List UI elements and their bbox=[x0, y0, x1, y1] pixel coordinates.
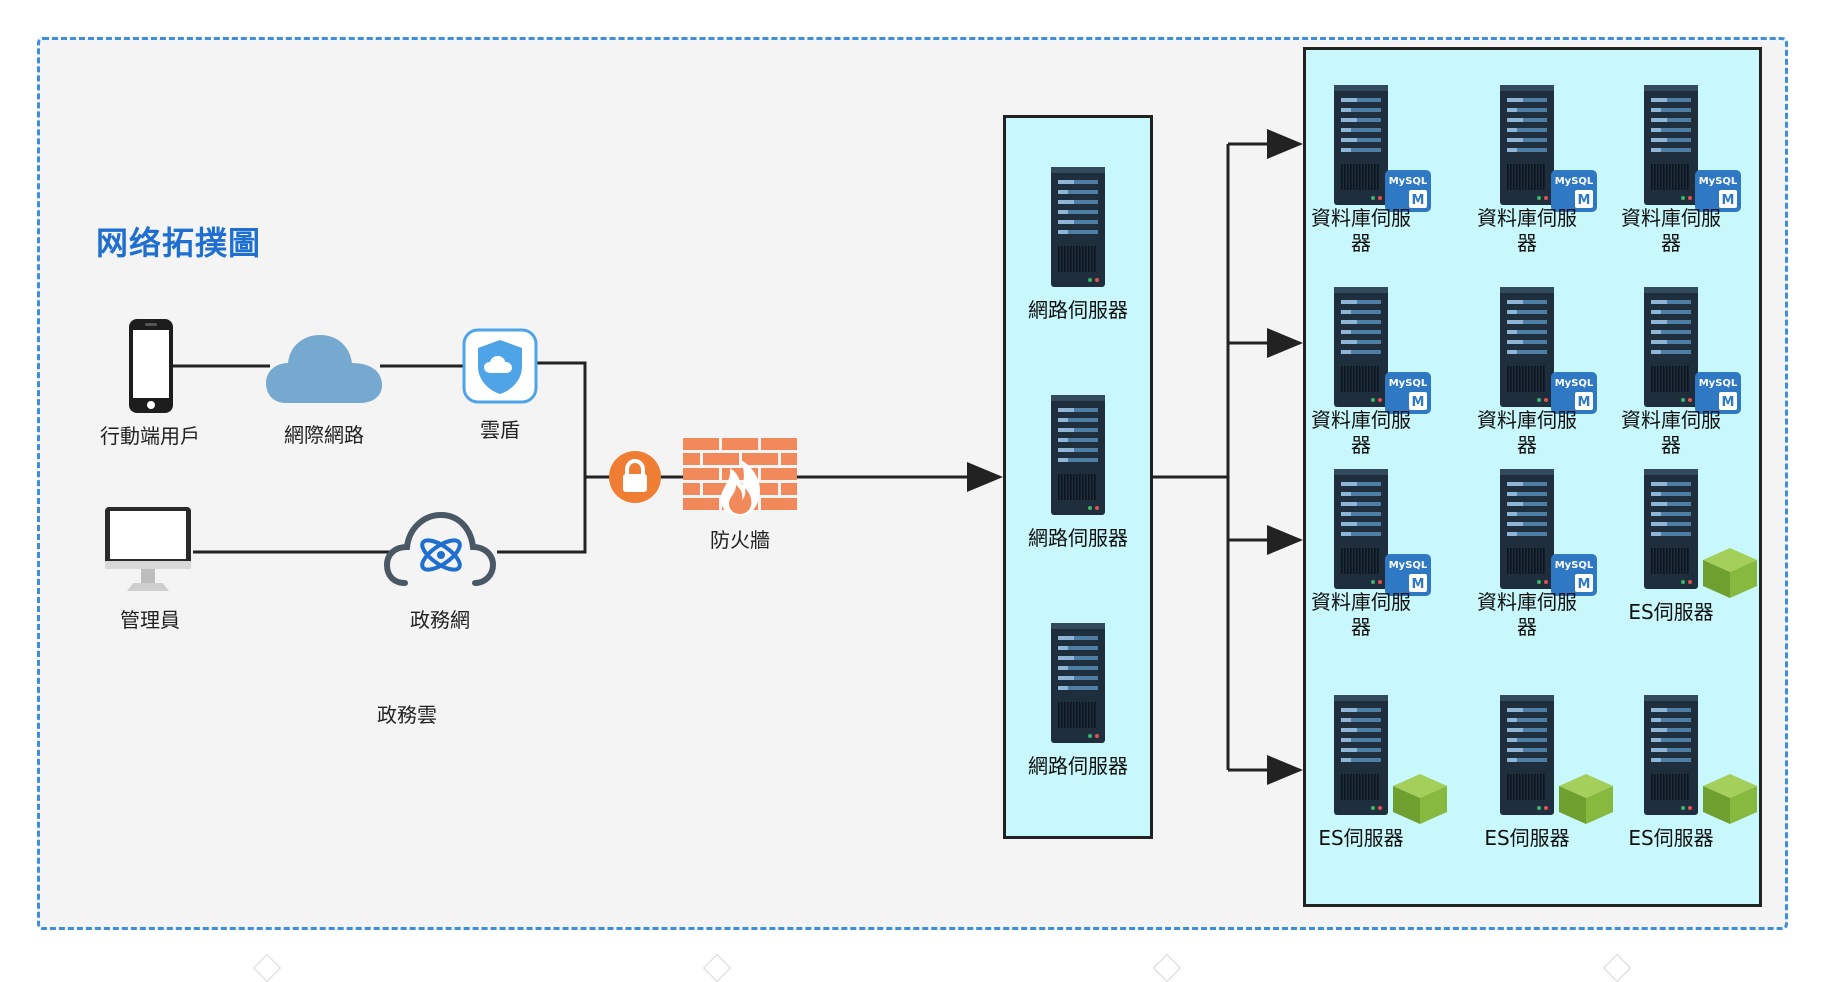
es-cube-icon bbox=[1703, 548, 1757, 598]
server-label: 資料庫伺服器 bbox=[1477, 408, 1577, 457]
es-server-icon bbox=[1500, 695, 1554, 815]
internet-cloud-icon bbox=[266, 335, 382, 403]
label-firewall: 防火牆 bbox=[710, 528, 770, 552]
mysql-m-mark: M bbox=[1412, 193, 1425, 208]
server-label: 資料庫伺服器 bbox=[1311, 590, 1411, 639]
database-server-icon bbox=[1334, 85, 1388, 205]
server-label: 網路伺服器 bbox=[1028, 526, 1128, 550]
mysql-database-icon: MySQL M bbox=[1385, 372, 1431, 414]
mysql-badge-text: MySQL bbox=[1555, 560, 1594, 571]
server-label: ES伺服器 bbox=[1484, 826, 1570, 850]
label-cloud-shield: 雲盾 bbox=[480, 418, 520, 442]
firewall-icon bbox=[683, 438, 797, 516]
database-server-icon bbox=[1500, 287, 1554, 407]
mysql-database-icon: MySQL M bbox=[1695, 372, 1741, 414]
mysql-badge-text: MySQL bbox=[1699, 176, 1738, 187]
label-gov-net: 政務網 bbox=[410, 608, 470, 632]
mysql-badge-text: MySQL bbox=[1555, 176, 1594, 187]
web-server-icon bbox=[1051, 623, 1105, 743]
mysql-badge-text: MySQL bbox=[1389, 560, 1428, 571]
database-server-icon bbox=[1500, 85, 1554, 205]
es-cube-icon bbox=[1703, 774, 1757, 824]
mysql-badge-text: MySQL bbox=[1389, 176, 1428, 187]
mysql-database-icon: MySQL M bbox=[1551, 372, 1597, 414]
mysql-badge-text: MySQL bbox=[1555, 378, 1594, 389]
server-label: 資料庫伺服器 bbox=[1311, 206, 1411, 255]
database-server-icon bbox=[1644, 287, 1698, 407]
server-label: 資料庫伺服器 bbox=[1621, 408, 1721, 457]
label-gov-cloud: 政務雲 bbox=[377, 703, 437, 727]
label-mobile-user: 行動端用戶 bbox=[100, 424, 200, 448]
mysql-m-mark: M bbox=[1412, 577, 1425, 592]
mysql-badge-text: MySQL bbox=[1389, 378, 1428, 389]
es-server-icon bbox=[1334, 695, 1388, 815]
mysql-m-mark: M bbox=[1412, 395, 1425, 410]
es-server-icon bbox=[1644, 695, 1698, 815]
server-label: 資料庫伺服器 bbox=[1477, 206, 1577, 255]
mysql-database-icon: MySQL M bbox=[1551, 554, 1597, 596]
mysql-m-mark: M bbox=[1722, 395, 1735, 410]
server-label: 資料庫伺服器 bbox=[1311, 408, 1411, 457]
mysql-database-icon: MySQL M bbox=[1385, 170, 1431, 212]
mobile-phone-icon bbox=[129, 319, 173, 413]
web-server-icon bbox=[1051, 395, 1105, 515]
database-server-icon bbox=[1334, 469, 1388, 589]
mysql-m-mark: M bbox=[1578, 577, 1591, 592]
database-server-icon bbox=[1334, 287, 1388, 407]
cloud-shield-icon bbox=[462, 328, 538, 404]
server-label: ES伺服器 bbox=[1628, 600, 1714, 624]
mysql-m-mark: M bbox=[1578, 193, 1591, 208]
es-cube-icon bbox=[1393, 774, 1447, 824]
server-label: ES伺服器 bbox=[1628, 826, 1714, 850]
es-cube-icon bbox=[1559, 774, 1613, 824]
link-shield-bus bbox=[497, 361, 587, 554]
label-admin: 管理員 bbox=[120, 608, 180, 632]
lock-icon bbox=[609, 451, 661, 503]
server-label: 網路伺服器 bbox=[1028, 754, 1128, 778]
server-label: ES伺服器 bbox=[1318, 826, 1404, 850]
mysql-database-icon: MySQL M bbox=[1695, 170, 1741, 212]
diagram-title: 网络拓撲圖 bbox=[96, 224, 262, 262]
server-label: 資料庫伺服器 bbox=[1477, 590, 1577, 639]
database-server-icon bbox=[1644, 85, 1698, 205]
web-server-icon bbox=[1051, 167, 1105, 287]
mysql-badge-text: MySQL bbox=[1699, 378, 1738, 389]
mysql-database-icon: MySQL M bbox=[1551, 170, 1597, 212]
admin-monitor-icon bbox=[105, 507, 191, 591]
gov-network-cloud-icon bbox=[383, 511, 497, 586]
es-server-icon bbox=[1644, 469, 1698, 589]
database-server-icon bbox=[1500, 469, 1554, 589]
mysql-m-mark: M bbox=[1578, 395, 1591, 410]
mysql-database-icon: MySQL M bbox=[1385, 554, 1431, 596]
label-internet: 網際網路 bbox=[284, 423, 364, 447]
server-label: 資料庫伺服器 bbox=[1621, 206, 1721, 255]
mysql-m-mark: M bbox=[1722, 193, 1735, 208]
server-label: 網路伺服器 bbox=[1028, 298, 1128, 322]
